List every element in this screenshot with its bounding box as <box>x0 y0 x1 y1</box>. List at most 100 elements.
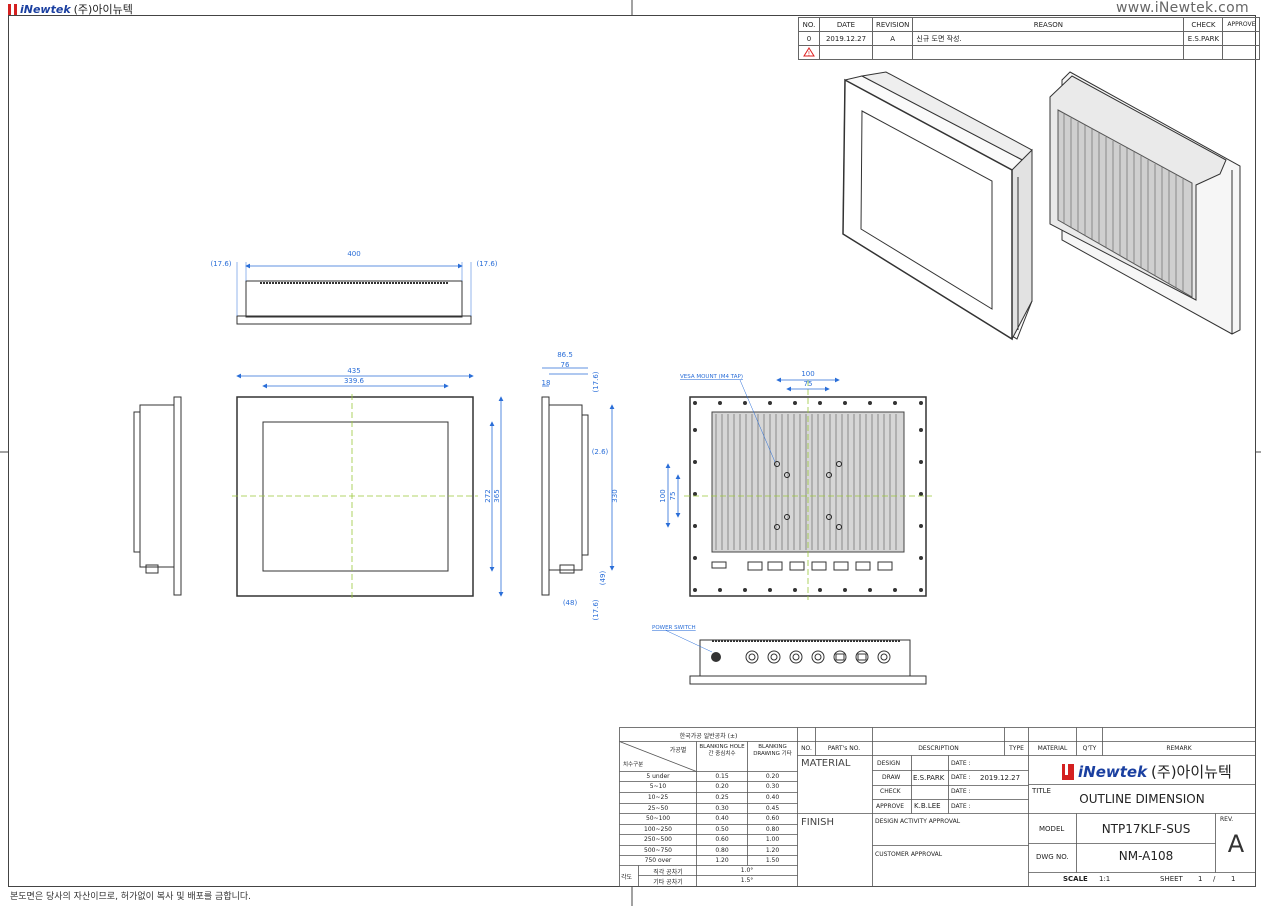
isometric-rear-view <box>1049 71 1241 335</box>
angle-row-value: 1.0° <box>740 867 754 874</box>
tolerance-row-label: 치수구분 <box>623 762 644 768</box>
draw-date-label: DATE : <box>951 774 971 781</box>
tolerance-hole-value: 0.50 <box>715 826 729 833</box>
tolerance-drawing-value: 0.40 <box>765 794 780 801</box>
approve-label: APPROVE <box>876 803 905 810</box>
sheet-label: SHEET <box>1160 875 1183 883</box>
tolerance-hole-value: 0.30 <box>715 805 729 812</box>
parts-header-material: MATERIAL <box>1037 745 1068 752</box>
rear-view: VESA MOUNT (M4 TAP) 100 75 100 75 <box>659 370 932 600</box>
parts-header-no: NO. <box>801 745 812 752</box>
model-value: NTP17KLF-SUS <box>1101 822 1191 836</box>
draw-label: DRAW <box>882 774 901 781</box>
dim-front-inner-width: 339.6 <box>344 377 365 385</box>
dim-side-small: (2.6) <box>592 448 609 456</box>
logo-word: iNewtek <box>1078 762 1148 781</box>
tolerance-drawing-value: 0.30 <box>765 783 780 790</box>
scale-value: 1:1 <box>1099 875 1111 883</box>
dim-side-top-offset: (17.6) <box>592 371 600 392</box>
check-date-label: DATE : <box>951 788 971 795</box>
dim-front-outer-width: 435 <box>347 367 360 375</box>
right-side-view: 86.5 76 18 (17.6) 330 (2.6) (49) (48) (1… <box>541 351 619 621</box>
dim-front-inner-height: 272 <box>484 489 492 502</box>
dim-side-d2: 76 <box>561 361 570 369</box>
approve-date-label: DATE : <box>951 803 971 810</box>
website-url: www.iNewtek.com <box>1115 0 1249 16</box>
tolerance-range: 10~25 <box>647 794 669 801</box>
angle-label: 각도 <box>621 874 633 881</box>
angle-row-label: 직각 공차기 <box>653 869 683 876</box>
draw-name: E.S.PARK <box>913 774 945 782</box>
dim-top-width: 400 <box>347 250 360 258</box>
draw-date: 2019.12.27 <box>980 774 1021 782</box>
parts-header-description: DESCRIPTION <box>918 745 959 752</box>
tolerance-drawing-value: 0.45 <box>765 805 780 812</box>
parts-header-qty: Q'TY <box>1082 745 1097 752</box>
rev-empty-cell <box>1222 45 1261 60</box>
front-view: 435 339.6 272 365 <box>232 367 504 600</box>
company-korean: (주)아이뉴텍 <box>1151 763 1232 781</box>
parts-header-remark: REMARK <box>1166 745 1192 752</box>
header-logo: iNewtek (주)아이뉴텍 <box>8 1 133 17</box>
svg-text:!: ! <box>808 50 810 57</box>
customer-approval: CUSTOMER APPROVAL <box>875 851 943 858</box>
dim-side-d1: 86.5 <box>557 351 573 359</box>
design-label: DESIGN <box>877 760 901 767</box>
tolerance-hole-value: 1.20 <box>715 857 729 864</box>
tolerance-drawing-value: 1.00 <box>765 836 780 843</box>
dim-side-height: 330 <box>611 489 619 502</box>
material-label: MATERIAL <box>801 758 851 769</box>
logo-icon <box>8 3 17 15</box>
tolerance-hole-value: 0.60 <box>715 836 729 843</box>
title-value: OUTLINE DIMENSION <box>1079 792 1205 806</box>
check-label: CHECK <box>880 788 901 795</box>
approve-name: K.B.LEE <box>914 802 941 810</box>
power-switch-label: POWER SWITCH <box>652 625 696 631</box>
title-label: TITLE <box>1032 787 1051 795</box>
logo-icon <box>1062 763 1074 780</box>
dim-side-base: (48) <box>563 599 578 607</box>
footer-copyright-note: 본도면은 당사의 자산이므로, 허가없이 복사 및 배포를 금합니다. <box>10 892 252 902</box>
dim-top-left: (17.6) <box>210 260 231 268</box>
dwg-value: NM-A108 <box>1118 849 1174 863</box>
tolerance-hole-value: 0.80 <box>715 847 729 854</box>
tolerance-range: 25~50 <box>647 805 669 812</box>
isometric-front-view <box>842 71 1033 341</box>
tolerance-range: 750 over <box>644 857 672 864</box>
warning-triangle-icon: ! <box>798 45 820 60</box>
tolerance-range: 5 under <box>646 773 670 780</box>
tolerance-range: 100~250 <box>644 826 672 833</box>
power-switch-icon <box>711 652 721 662</box>
tolerance-drawing-value: 1.50 <box>765 857 780 864</box>
dim-rear-h100: 100 <box>659 489 667 502</box>
tolerance-col-header-hole: BLANKING HOLE간 중심치수 <box>699 744 745 757</box>
dwg-label: DWG NO. <box>1036 853 1069 861</box>
rev-value: A <box>1227 830 1245 858</box>
rev-header-revision: REVISION <box>871 17 914 32</box>
dim-top-right: (17.6) <box>476 260 497 268</box>
dim-rear-w100: 100 <box>801 370 814 378</box>
title-block-logo: iNewtek (주)아이뉴텍 <box>1062 761 1232 782</box>
revision-table: NO. DATE REVISION REASON CHECK APPROVE 0… <box>798 17 1261 60</box>
tolerance-range: 5~10 <box>649 783 667 790</box>
dim-side-bottom: (49) <box>599 571 607 586</box>
design-date-label: DATE : <box>951 760 971 767</box>
tolerance-range: 500~750 <box>644 847 672 854</box>
scale-label: SCALE <box>1063 875 1088 883</box>
parts-header-partno: PART's NO. <box>827 745 861 752</box>
rev-label: REV. <box>1220 816 1234 823</box>
tolerance-hole-value: 0.20 <box>715 783 729 790</box>
angle-row-label: 기타 공차기 <box>653 879 683 886</box>
sheet-separator: / <box>1213 875 1216 883</box>
tolerance-hole-value: 0.40 <box>715 815 729 822</box>
bottom-view: POWER SWITCH <box>652 625 927 685</box>
left-side-view <box>133 396 182 596</box>
tolerance-hole-value: 0.25 <box>715 794 729 801</box>
tolerance-hole-value: 0.15 <box>715 773 729 780</box>
tolerance-range: 50~100 <box>645 815 671 822</box>
tolerance-title: 한국가공 일반공차 (±) <box>679 733 738 740</box>
finish-label: FINISH <box>801 817 834 828</box>
logo-word: iNewtek <box>20 2 71 16</box>
